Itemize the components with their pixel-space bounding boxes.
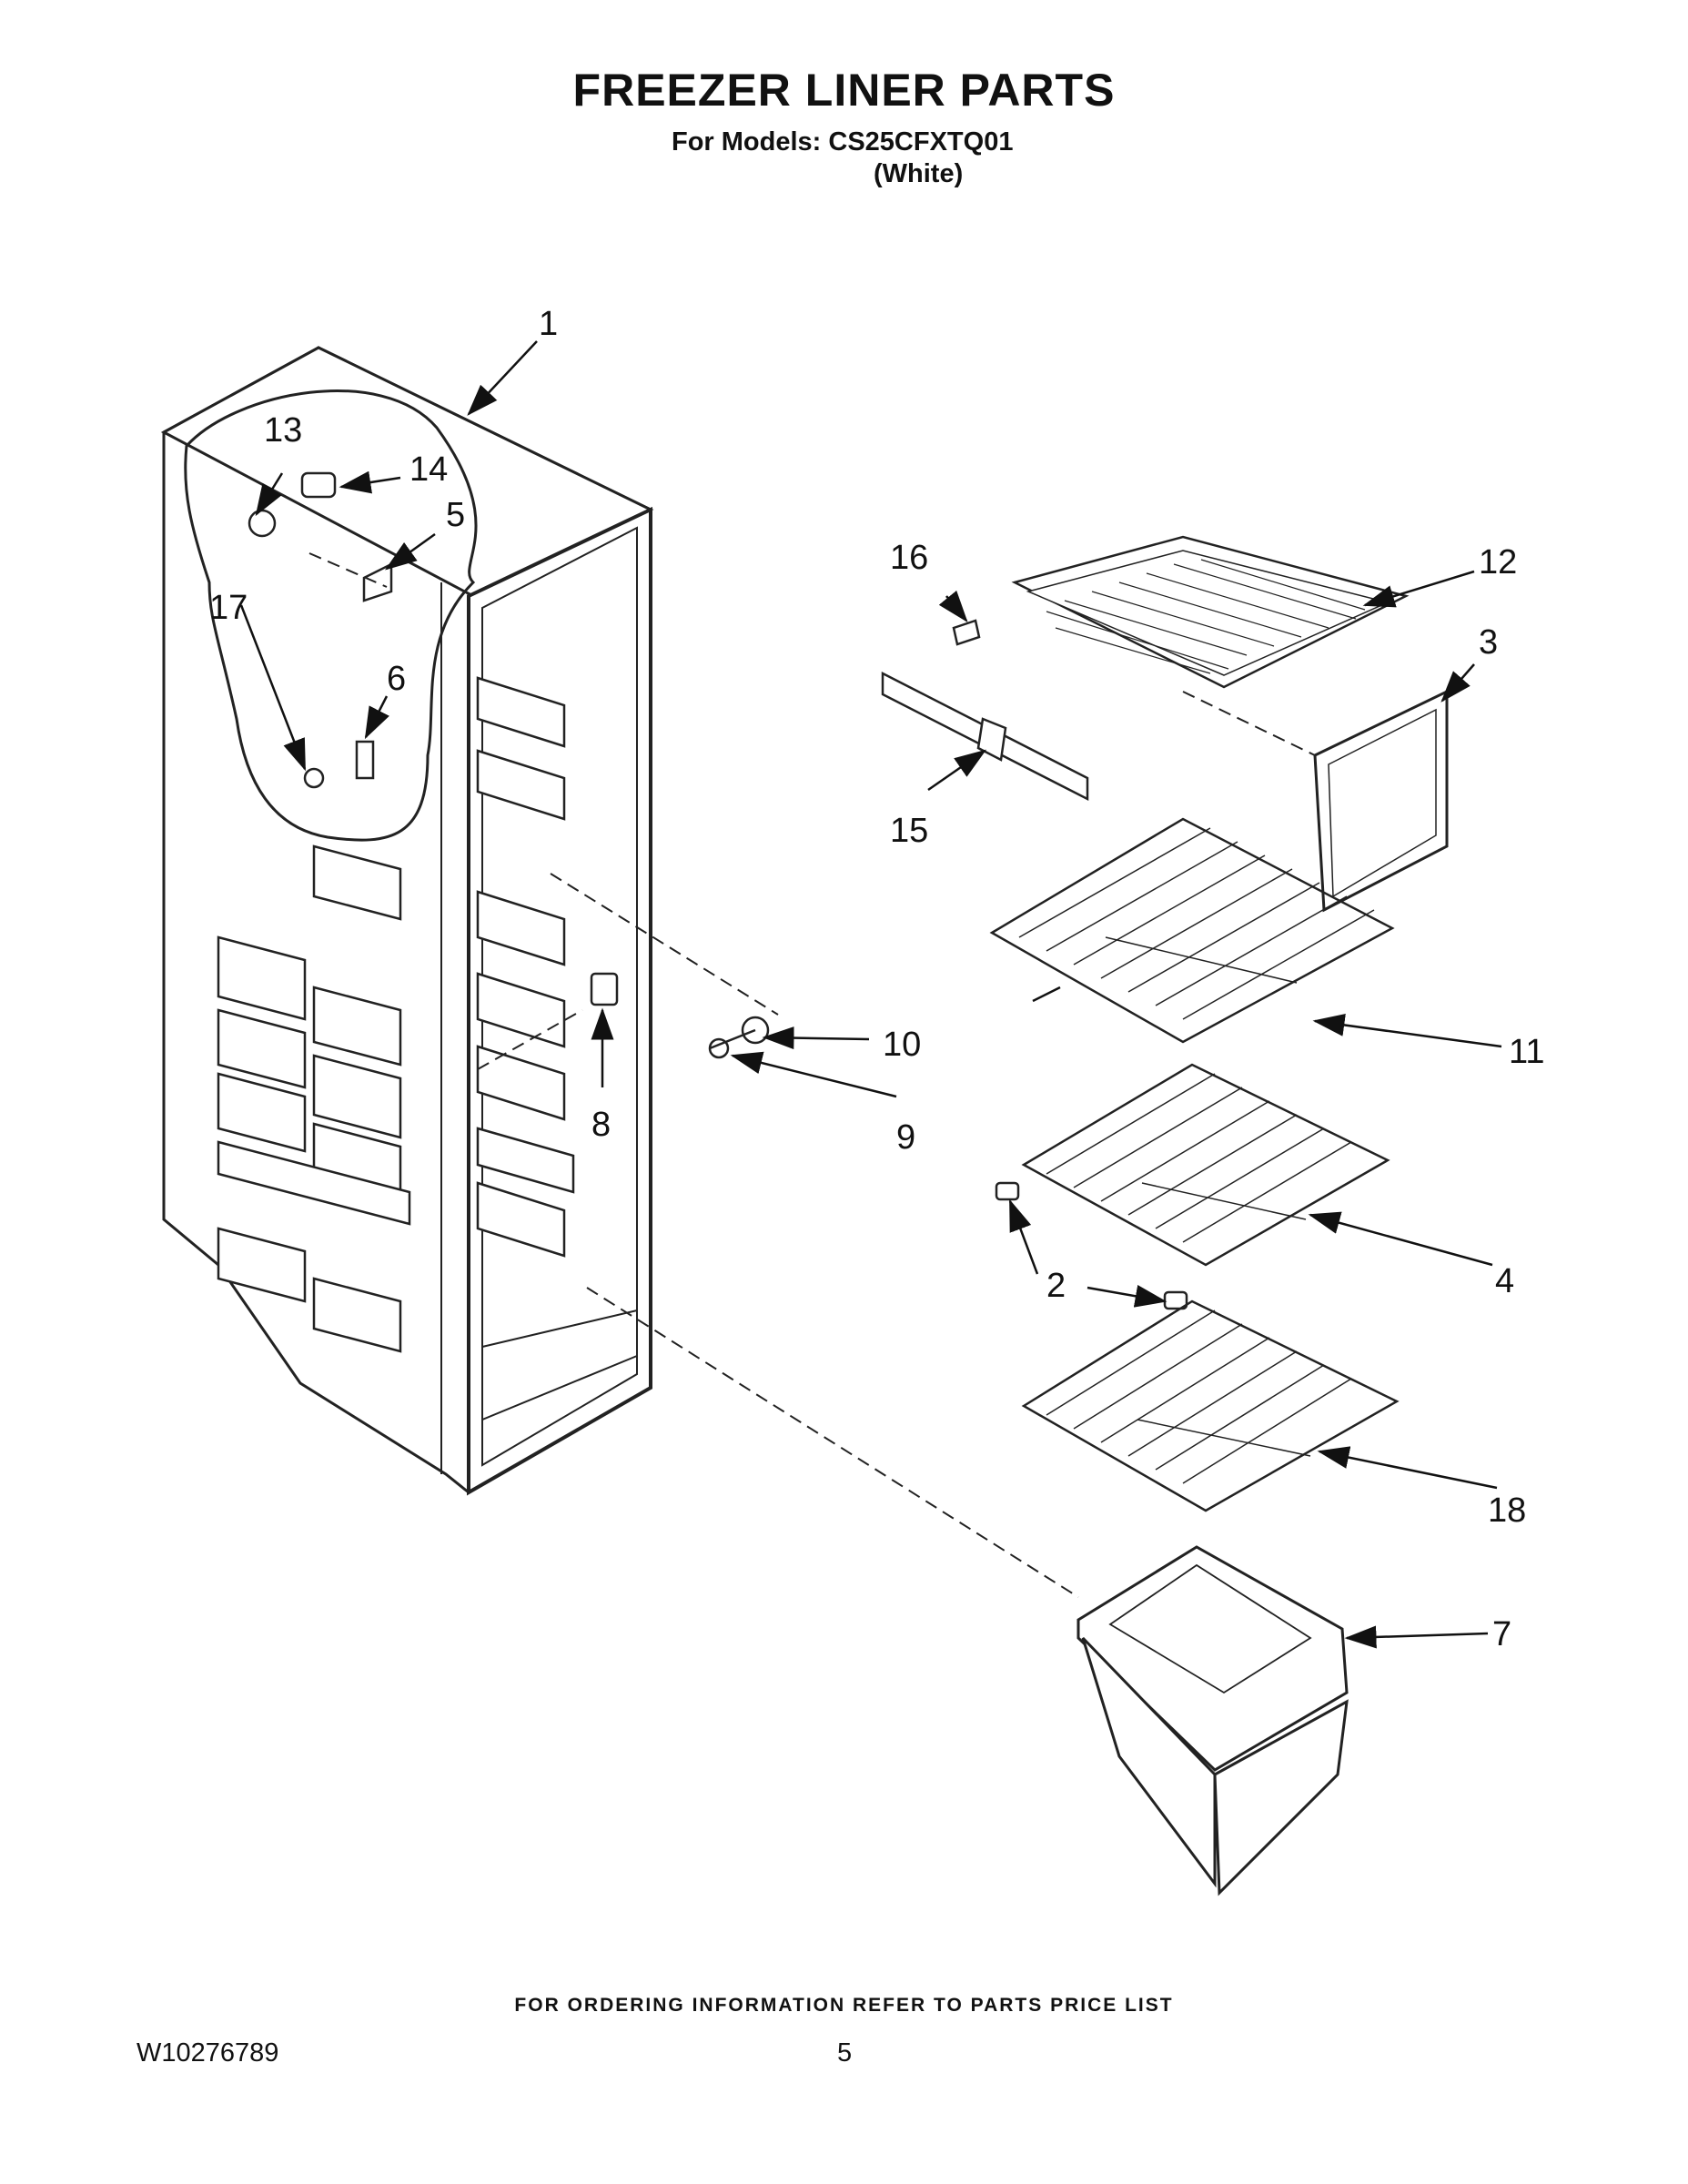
clip-5 [362,561,393,602]
leader-arrows [239,340,1502,1649]
callout-1: 1 [539,305,558,343]
callout-14: 14 [409,450,448,489]
callout-13: 13 [264,411,302,450]
callout-9: 9 [896,1118,915,1157]
freezer-liner [160,346,654,1496]
callout-18: 18 [1488,1491,1526,1530]
callout-6: 6 [387,660,406,698]
ordering-note: FOR ORDERING INFORMATION REFER TO PARTS … [514,1995,1174,2016]
callout-10: 10 [883,1026,921,1064]
callout-15: 15 [890,812,928,850]
screw-17 [303,767,325,789]
switch-8 [590,972,619,1006]
callout-2: 2 [1046,1267,1066,1305]
document-number: W10276789 [136,2038,279,2068]
crisper-cover [1313,689,1449,913]
bracket-6 [355,740,375,780]
screw-assembly [708,1016,770,1059]
models-line: For Models: CS25CFXTQ01 [672,127,1014,157]
wire-shelf-11 [989,817,1395,1044]
color-line: (White) [874,159,964,188]
light-socket-14 [300,471,337,499]
callout-4: 4 [1495,1262,1514,1300]
callout-labels: 1 13 14 5 17 6 16 12 3 15 10 11 9 8 2 4 … [209,305,1544,1653]
callout-5: 5 [446,496,465,534]
callout-16: 16 [890,539,928,577]
callout-11: 11 [1509,1033,1544,1071]
callout-8: 8 [591,1106,611,1144]
wire-shelf-4 [995,1063,1390,1310]
light-bulb-13 [248,509,277,538]
callout-17: 17 [209,589,248,627]
crisper-bin-7 [1076,1545,1349,1896]
shelf-support [881,619,1089,802]
alignment-lines [308,552,1316,1598]
page-title: FREEZER LINER PARTS [572,65,1116,116]
callout-7: 7 [1492,1615,1511,1653]
wire-shelf-18 [1021,1299,1400,1512]
page-number: 5 [837,2038,853,2068]
callout-12: 12 [1479,543,1517,581]
glass-shelf [1011,535,1410,689]
callout-3: 3 [1479,623,1498,662]
small-components [248,471,619,1006]
